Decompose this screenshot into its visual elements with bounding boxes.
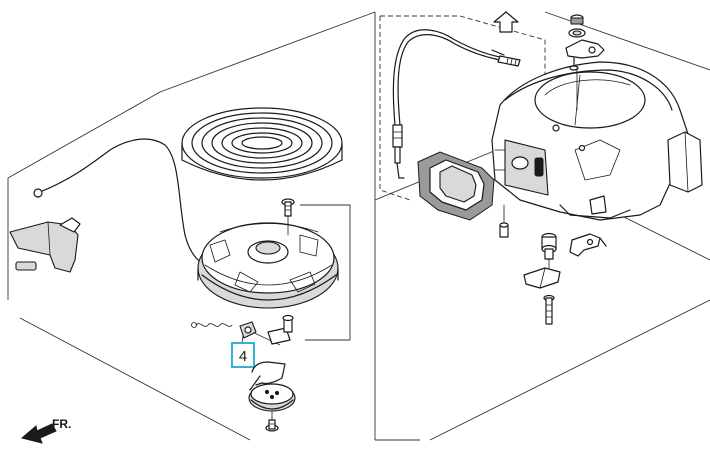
fan-cover-shroud — [491, 61, 703, 221]
return-spring — [191, 322, 233, 328]
engine-stud — [499, 222, 509, 238]
throttle-cable — [392, 29, 521, 179]
part-callout-4[interactable]: 4 — [231, 335, 255, 368]
reel-bolt — [281, 198, 295, 217]
starter-grip-handle — [9, 217, 81, 273]
control-bracket — [523, 267, 561, 289]
bracket-bolt — [543, 294, 555, 325]
starter-drive-plate — [248, 383, 296, 412]
governor-arm-lever — [565, 39, 605, 71]
recoil-spring — [181, 107, 343, 181]
starter-rope — [33, 138, 216, 271]
callout-label: 4 — [239, 348, 247, 365]
center-bolt — [265, 419, 279, 432]
pawl-guide — [267, 314, 294, 345]
front-arrow-icon — [20, 423, 57, 444]
front-label: FR. — [52, 417, 71, 431]
front-direction-indicator: FR. — [20, 417, 71, 444]
governor-nut-stack — [568, 14, 586, 38]
bushing — [541, 232, 557, 260]
choke-lever — [569, 233, 607, 257]
leader-lines — [271, 67, 578, 421]
up-arrow-icon — [493, 11, 519, 33]
ratchet-pawl — [239, 321, 257, 339]
air-duct-grommet — [417, 151, 495, 221]
friction-spring-wire — [249, 361, 286, 391]
starter-reel — [197, 222, 339, 309]
